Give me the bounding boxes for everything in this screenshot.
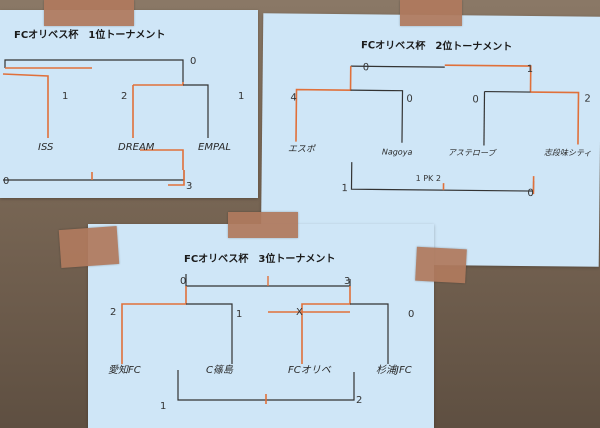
score-final-right: 3 (344, 276, 351, 287)
score-third-right: 2 (356, 395, 363, 406)
score-sf1-right: 0 (406, 93, 413, 105)
score-third-left: 0 (3, 176, 10, 187)
bracket-lines-1 (2, 59, 209, 186)
score-sf1-left: 4 (290, 92, 297, 104)
score-sf2-left: X (296, 307, 303, 318)
tape-1 (44, 0, 134, 26)
team-shinoshima: C篠島 (206, 365, 233, 376)
team-asterope: アステローブ (447, 148, 496, 158)
score-third-left: 1 (160, 401, 167, 412)
score-final-right: 1 (526, 63, 534, 76)
score-final-left: 0 (180, 276, 187, 287)
bracket-sheet-2: FCオリベス杯 2位トーナメント 0 1 4 0 0 2 1 PK 2 0 1 … (260, 13, 600, 267)
tape-4 (58, 226, 120, 268)
sheet-1-title: FCオリベス杯 1位トーナメント (14, 30, 166, 41)
sheet-3-title: FCオリベス杯 3位トーナメント (184, 254, 336, 265)
bracket-sheet-3: FCオリベス杯 3位トーナメント 0 3 2 1 X 0 1 2 愛知FC C篠… (88, 224, 434, 428)
bracket-lines-2 (295, 64, 580, 195)
tape-3 (228, 212, 298, 238)
tape-2 (400, 0, 462, 26)
score-sf2-left: 2 (121, 91, 128, 102)
score-sf2-right: 0 (408, 309, 415, 320)
score-final-left: 0 (362, 62, 370, 74)
team-aichi: 愛知FC (108, 365, 141, 376)
score-sf2-right: 2 (584, 93, 591, 105)
score-third-pk: 1 PK 2 (415, 173, 441, 184)
score-third-right: 0 (527, 188, 534, 200)
score-sf1-right: 1 (236, 309, 243, 320)
team-sugiura: 杉浦JFC (376, 365, 412, 376)
team-espo: エスポ (287, 144, 315, 155)
team-nagoya: Nagoya (381, 147, 413, 157)
score-third-left: 1 (341, 183, 348, 195)
score-third-right: 3 (186, 181, 193, 192)
score-sf2-right: 1 (238, 91, 245, 102)
bracket-sheet-1: FCオリベス杯 1位トーナメント 0 1 2 1 3 0 ISS DREAM E… (0, 10, 258, 198)
team-shidami: 志段味シティ (543, 148, 592, 158)
score-sf1-left: 2 (110, 307, 117, 318)
score-sf2-left: 0 (472, 94, 479, 106)
score-final-1: 0 (190, 56, 197, 67)
team-iss: ISS (38, 142, 54, 153)
team-fc-oribe: FCオリベ (288, 365, 331, 376)
tape-5 (415, 246, 467, 284)
score-sf1: 1 (62, 91, 69, 102)
team-empal: EMPAL (198, 142, 231, 153)
team-dream: DREAM (118, 142, 155, 153)
bracket-lines-3 (121, 274, 389, 404)
